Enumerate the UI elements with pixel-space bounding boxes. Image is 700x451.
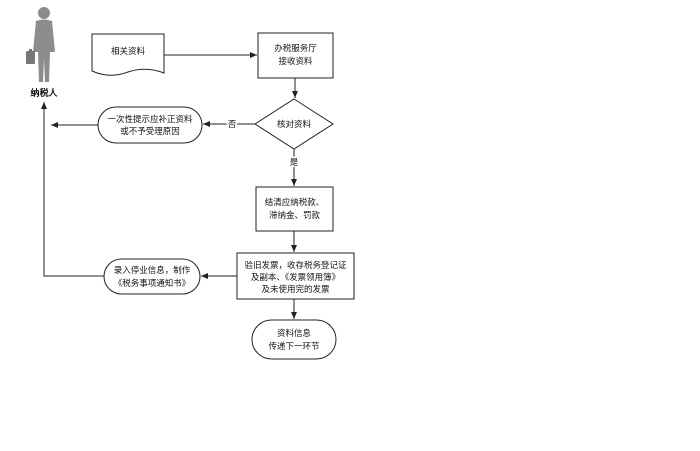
transfer-line-2: 传递下一环节 (268, 341, 320, 352)
verify-line-1: 验旧发票，收存税务登记证 (244, 260, 347, 271)
edge-record-to-actor (41, 102, 104, 277)
receive-line-2: 接收资料 (278, 56, 313, 67)
record-line-1: 录入停业信息，制作 (114, 265, 191, 276)
settle-line-1: 结清应纳税款、 (265, 197, 325, 208)
transfer-line-1: 资料信息 (277, 328, 312, 339)
reject-line-1: 一次性提示应补正资料 (107, 114, 193, 125)
transfer-node (251, 319, 337, 360)
settle-line-2: 滞纳金、罚款 (269, 210, 321, 221)
settle-node (255, 186, 334, 232)
receive-line-1: 办税服务厅 (274, 43, 317, 54)
docs-node (91, 33, 165, 76)
verify-node (236, 252, 355, 300)
person-icon (26, 7, 55, 82)
docs-label: 相关资料 (111, 46, 146, 57)
edge-no-label: 否 (228, 120, 237, 130)
verify-line-2: 及副本、《发票领用簿》 (251, 272, 340, 283)
edge-yes-label: 是 (290, 158, 299, 168)
reject-node (97, 106, 203, 144)
verify-line-3: 及未使用完的发票 (261, 284, 330, 295)
reject-line-2: 或不予受理原因 (120, 126, 180, 137)
actor-label: 纳税人 (30, 87, 58, 99)
check-label: 核对资料 (277, 119, 312, 130)
record-line-2: 《税务事项通知书》 (114, 278, 191, 289)
receive-node (257, 32, 334, 79)
